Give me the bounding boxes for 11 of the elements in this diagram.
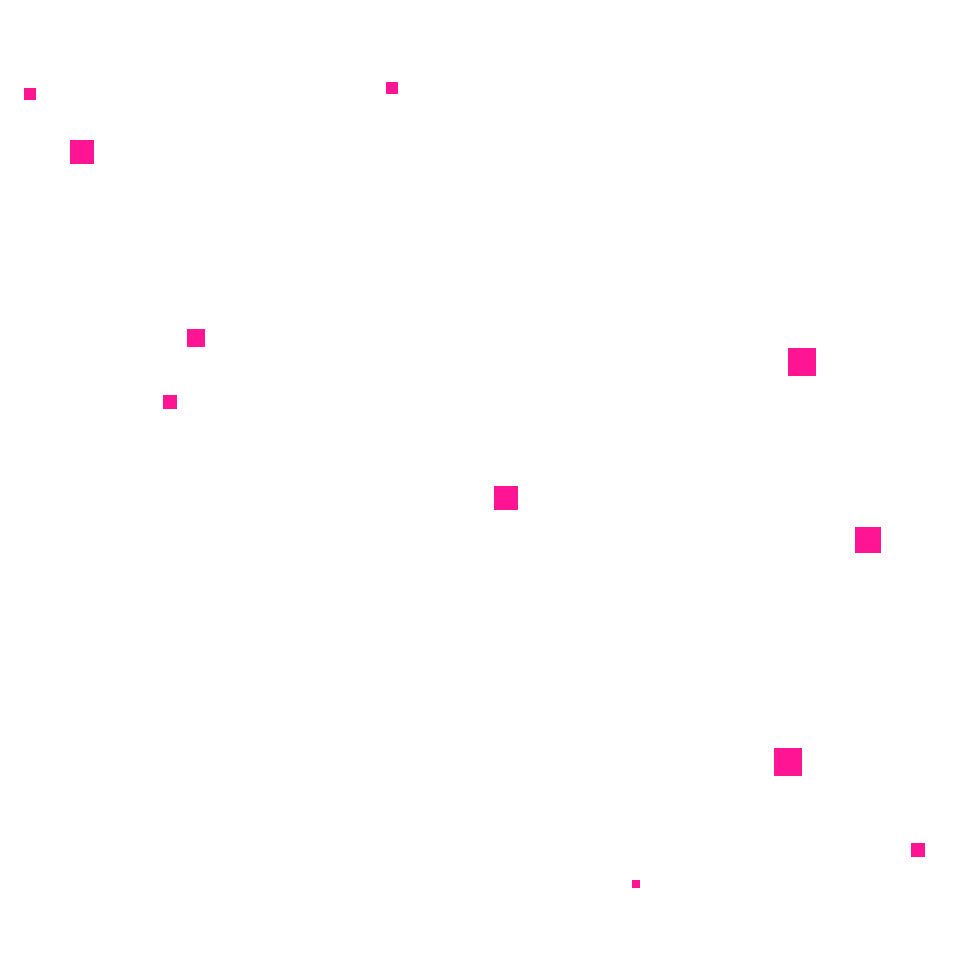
square-marker	[163, 395, 177, 409]
square-marker	[774, 748, 802, 776]
square-marker	[788, 348, 817, 376]
square-marker	[187, 329, 205, 347]
square-marker	[911, 843, 926, 857]
square-marker	[632, 880, 640, 888]
square-marker	[70, 140, 94, 164]
square-marker	[494, 486, 518, 510]
square-marker	[855, 527, 881, 553]
square-marker	[24, 88, 36, 100]
square-marker	[386, 82, 398, 94]
